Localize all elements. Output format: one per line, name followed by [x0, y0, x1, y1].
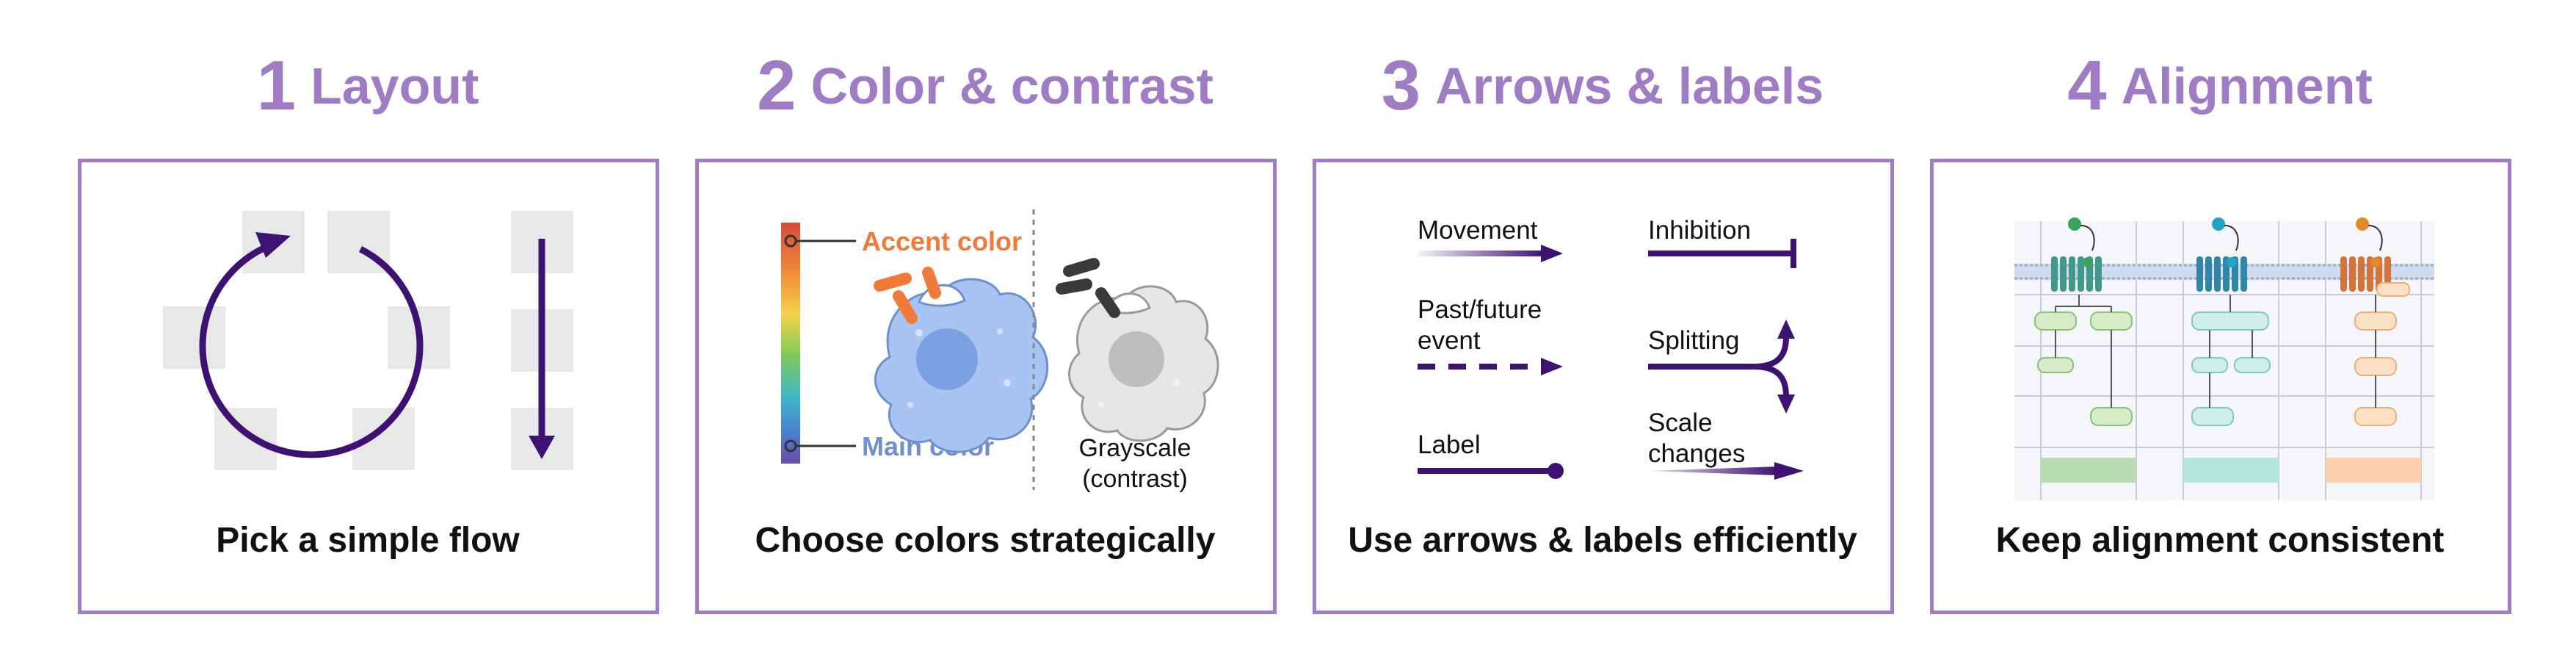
scale-changes-label-line2: changes — [1648, 439, 1745, 468]
label-label: Label — [1418, 431, 1481, 459]
splitting-label: Splitting — [1648, 326, 1740, 355]
gray-particles — [1056, 258, 1120, 318]
layout-panel — [78, 159, 659, 614]
accent-particles — [874, 267, 941, 324]
section-title: Arrows & labels — [1435, 57, 1824, 115]
section-number: 4 — [2067, 46, 2107, 125]
inhibition-label: Inhibition — [1648, 216, 1751, 245]
section-number: 3 — [1381, 46, 1421, 125]
alignment-panel — [1930, 159, 2511, 614]
past-future-label-line2: event — [1418, 326, 1481, 355]
grayscale-label-line1: Grayscale — [1078, 434, 1191, 462]
inhibition-arrow — [1648, 239, 1796, 268]
dashed-event-arrow — [1418, 358, 1563, 375]
scale-changes-label-line1: Scale — [1648, 408, 1713, 437]
circular-flow-arrowhead — [255, 232, 291, 258]
alignment-illustration — [2014, 217, 2434, 500]
arrows-panel: Movement Inhibition Past/future event Sp… — [1313, 159, 1894, 614]
arrows-illustration: Movement Inhibition Past/future event Sp… — [1418, 216, 1804, 480]
color-scale-bar — [781, 223, 800, 464]
past-future-label-line1: Past/future — [1418, 295, 1542, 324]
linear-flow-arrowhead — [529, 436, 555, 459]
section-caption: Choose colors strategically — [755, 521, 1216, 560]
label-pointer-line — [1418, 463, 1564, 479]
movement-label: Movement — [1418, 216, 1538, 245]
section-caption: Use arrows & labels efficiently — [1348, 521, 1857, 560]
section-number: 2 — [757, 46, 797, 125]
movement-arrow — [1418, 245, 1563, 262]
section-title: Alignment — [2121, 57, 2373, 115]
grayscale-cell-icon — [1068, 285, 1219, 442]
pathway-column-teal — [2183, 217, 2279, 483]
scale-change-arrow — [1648, 462, 1804, 480]
section-title: Color & contrast — [810, 57, 1213, 115]
color-illustration: Accent color Main color — [781, 209, 1219, 493]
layout-illustration — [163, 211, 573, 470]
section-number: 1 — [256, 46, 296, 125]
section-caption: Pick a simple flow — [216, 521, 520, 560]
pathway-column-green — [2034, 217, 2136, 483]
pathway-column-orange — [2326, 217, 2421, 483]
section-title: Layout — [310, 57, 479, 115]
colored-cell-icon — [874, 278, 1049, 453]
splitting-arrow — [1648, 320, 1795, 414]
section-caption: Keep alignment consistent — [1995, 521, 2445, 560]
circular-flow-arrow — [199, 244, 424, 458]
grayscale-label-line2: (contrast) — [1082, 465, 1188, 493]
accent-color-label: Accent color — [862, 226, 1022, 256]
color-panel: Accent color Main color — [695, 159, 1277, 614]
layout-grid-tiles — [163, 211, 573, 470]
